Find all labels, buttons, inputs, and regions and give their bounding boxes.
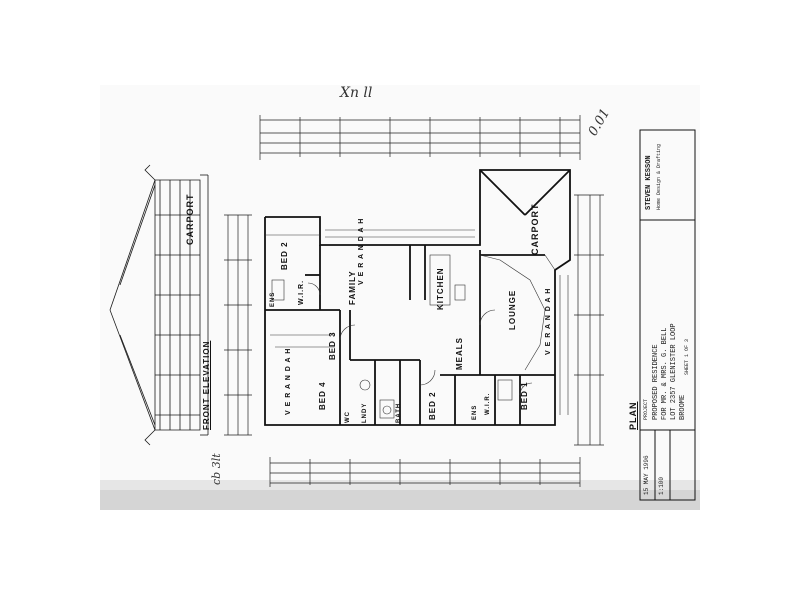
room-bed3: BED 3 bbox=[328, 331, 337, 360]
handwritten-top-note: Xn ll bbox=[340, 85, 373, 101]
title-block-project-line3: LOT 2357 GLENISTER LOOP bbox=[670, 323, 678, 420]
title-block-sheet: SHEET 1 OF 3 bbox=[684, 338, 690, 375]
room-wir: W.I.R. bbox=[298, 279, 305, 305]
title-block-firm-sub: Home Design & Drafting bbox=[656, 143, 662, 210]
room-bed2b: BED 2 bbox=[428, 391, 437, 420]
front-elevation-title: FRONT ELEVATION bbox=[202, 340, 211, 430]
plan-title: PLAN bbox=[628, 401, 638, 431]
front-elevation-drawing bbox=[109, 164, 209, 446]
room-meals: MEALS bbox=[455, 337, 464, 370]
room-wir2: W.I.R. bbox=[485, 392, 491, 415]
plan-walls bbox=[264, 169, 571, 426]
title-block-frame bbox=[639, 129, 696, 501]
room-kitchen: KITCHEN bbox=[436, 267, 445, 310]
room-ens2: ENS bbox=[472, 404, 478, 420]
scan-shadow-dark bbox=[100, 490, 700, 510]
room-verandah-top: V E R A N D A H bbox=[358, 217, 365, 285]
room-lounge: LOUNGE bbox=[508, 289, 517, 330]
room-bed1: BED 1 bbox=[520, 381, 529, 410]
bottom-dimensions bbox=[269, 457, 581, 487]
title-block-project-line4: BROOME bbox=[679, 394, 687, 420]
title-block-project-line2: FOR MR. & MRS. G. BELL bbox=[661, 327, 669, 420]
title-block-project-line1: PROPOSED RESIDENCE bbox=[652, 344, 660, 420]
blueprint-sheet: Xn ll 0.01 cb 3lt FRONT ELEVATION CARPOR… bbox=[100, 85, 700, 510]
room-bed2: BED 2 bbox=[280, 241, 289, 270]
right-dimensions bbox=[574, 194, 604, 446]
room-lndy: LNDY bbox=[362, 402, 368, 423]
handwritten-bottom-note: cb 3lt bbox=[210, 453, 223, 485]
room-family: FAMILY bbox=[348, 270, 357, 305]
title-block-date: 15 MAY 1996 bbox=[643, 455, 650, 495]
left-dimensions bbox=[224, 214, 252, 436]
title-block-firm: STEVEN KESSON bbox=[645, 155, 653, 210]
room-wc: WC bbox=[345, 411, 351, 423]
room-verandah-left: V E R A N D A H bbox=[285, 347, 292, 415]
top-dimensions bbox=[259, 115, 581, 160]
elevation-carport-label: CARPORT bbox=[185, 193, 195, 246]
title-block-project-label: PROJECT bbox=[643, 398, 649, 420]
room-verandah-right: V E R A N D A H bbox=[545, 287, 552, 355]
room-bed4: BED 4 bbox=[318, 381, 327, 410]
room-carport: CARPORT bbox=[530, 203, 540, 256]
room-ens: ENS bbox=[270, 291, 276, 307]
room-bath: BATH bbox=[396, 402, 402, 423]
title-block-scale: 1:100 bbox=[658, 476, 665, 495]
plan-drawing bbox=[100, 115, 700, 510]
plan-details bbox=[265, 229, 569, 419]
